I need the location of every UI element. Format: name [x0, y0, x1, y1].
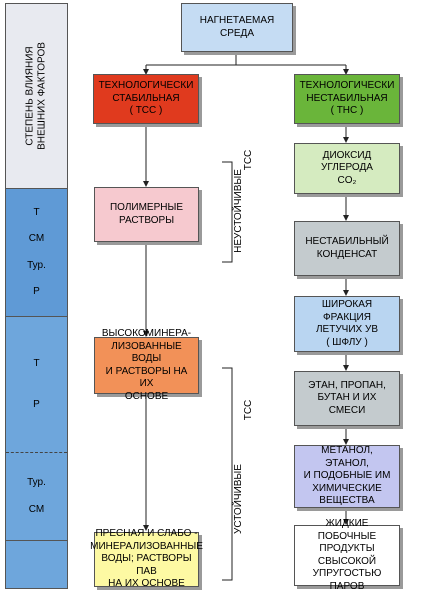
bracket-stable-line — [222, 367, 233, 581]
box-thc: ТЕХНОЛОГИЧЕСКИ НЕСТАБИЛЬНАЯ ( ТНС ) — [294, 74, 400, 124]
sidebar-seg2-item: Р — [33, 398, 40, 410]
box-unstable-condensate: НЕСТАБИЛЬНЫЙ КОНДЕНСАТ — [294, 221, 400, 276]
sidebar-footer — [6, 541, 67, 588]
bracket-unstable-label-2: ТСС — [243, 115, 257, 205]
sidebar-seg3-item: Тур. — [27, 477, 46, 488]
box-shflu: ШИРОКАЯ ФРАКЦИЯ ЛЕТУЧИХ УВ ( ШФЛУ ) — [294, 296, 400, 352]
bracket-stable-label-2: ТСС — [243, 365, 257, 455]
bracket-stable-label: УСТОЙЧИВЫЕ — [233, 449, 247, 549]
sidebar-seg1-item: СМ — [28, 233, 45, 244]
bracket-stable-line1: УСТОЙЧИВЫЕ — [233, 464, 244, 534]
box-co2: ДИОКСИД УГЛЕРОДА CO₂ — [294, 143, 400, 194]
box-ethane-propane: ЭТАН, ПРОПАН, БУТАН И ИХ СМЕСИ — [294, 371, 400, 426]
sidebar-seg1-item: Т — [33, 206, 40, 218]
top-box-injected-medium: НАГНЕТАЕМАЯ СРЕДА — [181, 3, 293, 52]
bracket-unstable-line2: ТСС — [243, 149, 254, 171]
box-fresh-water: ПРЕСНАЯ И СЛАБО - МИНЕРАЛИЗОВАННЫЕ ВОДЫ;… — [90, 528, 203, 590]
bracket-stable-line2: ТСС — [243, 399, 254, 421]
sidebar-segment-2: Т Р — [6, 317, 67, 453]
bracket-unstable-line — [222, 161, 233, 263]
box-high-mineralized: ВЫСОКОМИНЕРА- ЛИЗОВАННЫЕ ВОДЫ И РАСТВОРЫ… — [94, 328, 199, 402]
sidebar-segment-1: Т СМ Тур. Р — [6, 189, 67, 317]
sidebar-seg1-item: Тур. — [27, 259, 46, 271]
box-polymer-solutions: ПОЛИМЕРНЫЕ РАСТВОРЫ — [94, 187, 199, 242]
sidebar-seg3-item: СМ — [28, 503, 45, 515]
sidebar-seg2-item: Т — [33, 358, 40, 369]
box-tcc: ТЕХНОЛОГИЧЕСКИ СТАБИЛЬНАЯ ( ТСС ) — [93, 74, 199, 124]
box-methanol-ethanol: МЕТАНОЛ, ЭТАНОЛ, И ПОДОБНЫЕ ИМ ХИМИЧЕСКИ… — [294, 445, 400, 508]
sidebar-seg1-item: Р — [33, 286, 40, 297]
sidebar: СТЕПЕНЬ ВЛИЯНИЯ ВНЕШНИХ ФАКТОРОВ Т СМ Ту… — [5, 3, 68, 589]
sidebar-header: СТЕПЕНЬ ВЛИЯНИЯ ВНЕШНИХ ФАКТОРОВ — [6, 4, 67, 189]
box-liquid-byproducts: ЖИДКИЕ ПОБОЧНЫЕ ПРОДУКТЫ СВЫСОКОЙ УПРУГО… — [294, 518, 400, 592]
sidebar-segment-3: Тур. СМ — [6, 453, 67, 541]
